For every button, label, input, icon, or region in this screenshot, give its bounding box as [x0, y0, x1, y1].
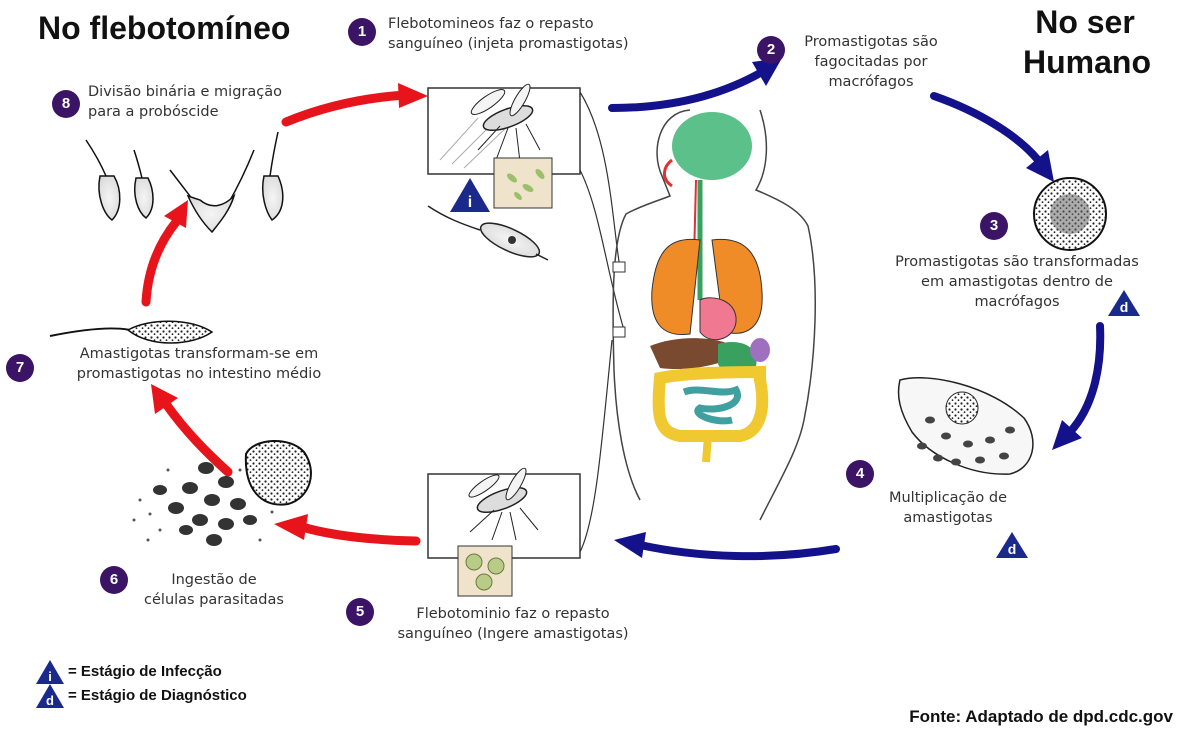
human-body: [613, 110, 815, 520]
step-1-label: Flebotomineos faz o repasto sanguíneo (i…: [388, 14, 629, 54]
infection-stage-marker: i: [450, 178, 490, 212]
human-heading-line1: No ser: [1020, 4, 1150, 41]
step-2-badge: 2: [757, 36, 785, 64]
step-1-badge: 1: [348, 18, 376, 46]
step-7-line2: promastigotas no intestino médio: [54, 364, 344, 384]
step-3-badge: 3: [980, 212, 1008, 240]
step-4-badge: 4: [846, 460, 874, 488]
step-8-line1: Divisão binária e migração: [88, 82, 282, 102]
step-6-line2: células parasitadas: [124, 590, 304, 610]
step-8-badge: 8: [52, 90, 80, 118]
step-5-line2: sanguíneo (Ingere amastigotas): [378, 624, 648, 644]
legend-infection-text: = Estágio de Infecção: [68, 663, 222, 680]
source-credit: Fonte: Adaptado de dpd.cdc.gov: [909, 707, 1173, 727]
step-3-line3: macrófagos: [872, 292, 1162, 312]
sandfly-feeding-panel-bottom: [428, 340, 612, 596]
step-2-label: Promastigotas são fagocitadas por macróf…: [786, 32, 956, 92]
brain: [672, 112, 752, 180]
step-4-label: Multiplicação de amastigotas: [878, 488, 1018, 528]
left-lung: [652, 239, 700, 334]
spleen: [750, 338, 770, 362]
step-8-line2: para a probóscide: [88, 102, 282, 122]
step-5-badge: 5: [346, 598, 374, 626]
transforming-parasite-drawing: [50, 321, 212, 343]
parasitized-cells-drawing: [133, 441, 311, 546]
step-3-line1: Promastigotas são transformadas: [872, 252, 1162, 272]
diagnostic-stage-marker-4: d: [996, 532, 1028, 558]
legend-infection-letter: i: [48, 669, 52, 684]
step-7-label: Amastigotas transformam-se em promastigo…: [54, 344, 344, 384]
infection-marker-letter: i: [468, 194, 472, 211]
step-2-line3: macrófagos: [786, 72, 956, 92]
step-2-line1: Promastigotas são: [786, 32, 956, 52]
legend-diagnostic: = Estágio de Diagnóstico: [68, 687, 247, 704]
step-3-label: Promastigotas são transformadas em amast…: [872, 252, 1162, 312]
step-5-line1: Flebotominio faz o repasto: [378, 604, 648, 624]
human-heading-line2: Humano: [1012, 44, 1162, 81]
diagnostic-marker-letter-4: d: [1008, 541, 1017, 557]
step-1-line2: sanguíneo (injeta promastigotas): [388, 34, 629, 54]
step-6-label: Ingestão de células parasitadas: [124, 570, 304, 610]
step-1-line1: Flebotomineos faz o repasto: [388, 14, 629, 34]
legend-infection: = Estágio de Infecção: [68, 663, 222, 680]
legend-infection-icon: i: [36, 660, 64, 684]
sandfly-heading: No flebotomíneo: [38, 10, 290, 47]
step-8-label: Divisão binária e migração para a probós…: [88, 82, 282, 122]
step-5-label: Flebotominio faz o repasto sanguíneo (In…: [378, 604, 648, 644]
large-intestine: [659, 372, 763, 436]
legend-diagnostic-letter: d: [46, 693, 54, 708]
step-4-line1: Multiplicação de: [878, 488, 1018, 508]
legend-diagnostic-text: = Estágio de Diagnóstico: [68, 687, 247, 704]
small-intestine: [684, 390, 738, 421]
amastigote-multiplication-drawing: [899, 378, 1033, 474]
step-3-line2: em amastigotas dentro de: [872, 272, 1162, 292]
infected-macrophage-drawing: [1034, 178, 1106, 250]
step-2-line2: fagocitadas por: [786, 52, 956, 72]
step-6-line1: Ingestão de: [124, 570, 304, 590]
step-7-badge: 7: [6, 354, 34, 382]
legend-diagnostic-icon: d: [36, 684, 64, 708]
step-4-line2: amastigotas: [878, 508, 1018, 528]
step-7-line1: Amastigotas transformam-se em: [54, 344, 344, 364]
promastigote-drawing: [428, 206, 548, 263]
